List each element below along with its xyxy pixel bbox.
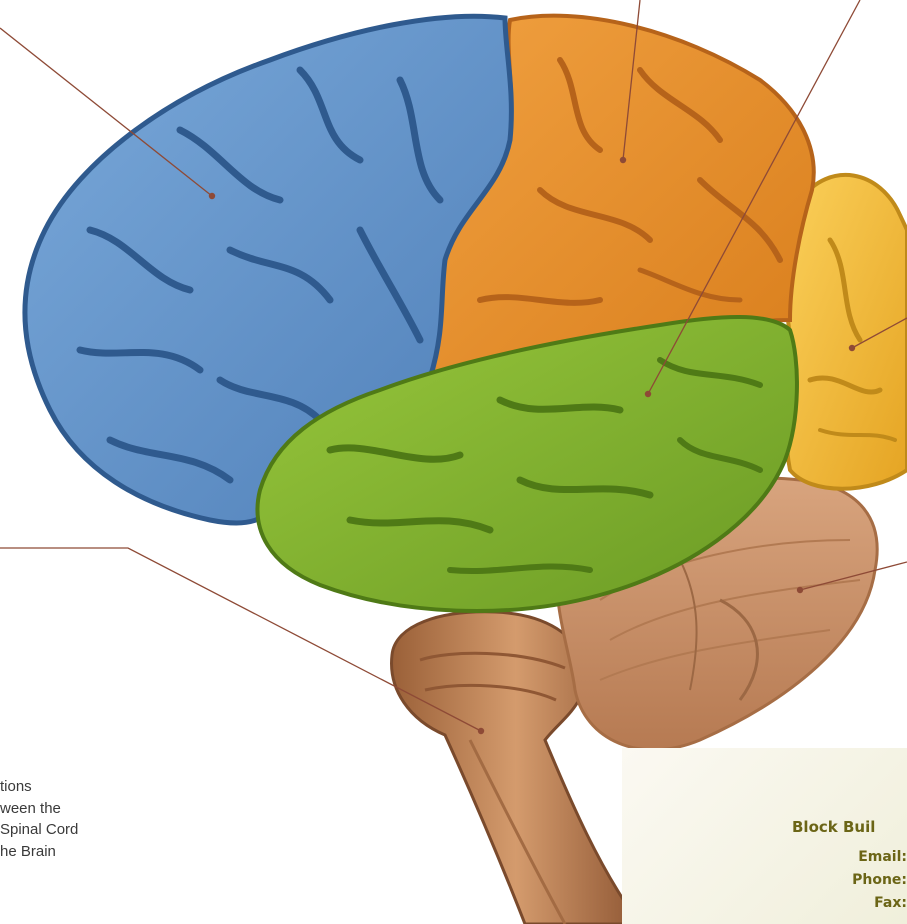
temporal-leader-dot xyxy=(645,391,651,397)
parietal-leader-dot xyxy=(620,157,626,163)
fax-label: Fax: xyxy=(817,895,907,911)
frontal-leader-dot xyxy=(209,193,215,199)
phone-label: Phone: xyxy=(817,872,907,888)
caption-line: he Brain xyxy=(0,841,78,863)
caption-line: ween the xyxy=(0,798,78,820)
email-label: Email: xyxy=(817,849,907,865)
occipital-leader-dot xyxy=(849,345,855,351)
brainstem-leader-dot xyxy=(478,728,484,734)
cerebellum-leader-dot xyxy=(797,587,803,593)
contact-card: Block Buil Email: Phone: Fax: xyxy=(622,748,907,924)
brain-stem-caption: tions ween the Spinal Cord he Brain xyxy=(0,776,78,862)
caption-line: Spinal Cord xyxy=(0,819,78,841)
caption-line: tions xyxy=(0,776,78,798)
contact-card-title: Block Buil xyxy=(792,818,875,836)
